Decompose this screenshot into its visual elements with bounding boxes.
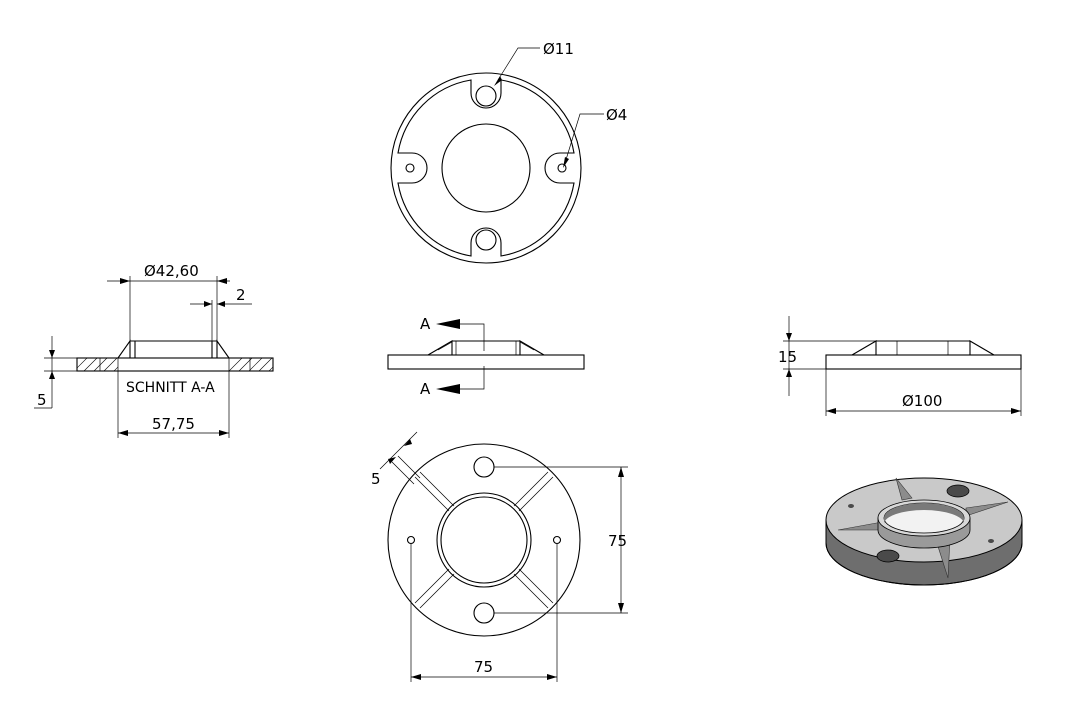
bottom-tube-inner xyxy=(440,496,528,584)
bottom-outer-circle xyxy=(387,443,581,637)
dim-hole-spacing-horizontal: 75 xyxy=(474,658,493,676)
dim-height: 15 xyxy=(778,348,797,366)
isometric-view xyxy=(825,477,1023,586)
dim-tube-diameter: Ø42,60 xyxy=(144,262,199,280)
section-marker-bottom: A xyxy=(420,380,431,398)
top-view: Ø11 Ø4 xyxy=(390,40,627,264)
section-view: Ø42,60 2 5 SCHNITT A-A 57,75 xyxy=(34,262,274,438)
bottom-hole-upper xyxy=(473,456,495,478)
top-pin-left xyxy=(405,163,415,173)
top-bore-circle xyxy=(441,123,531,213)
dim-wall: 2 xyxy=(236,286,246,304)
top-recess-outline xyxy=(397,79,575,257)
bottom-hole-lower xyxy=(473,602,495,624)
dim-hole-diameter: Ø11 xyxy=(543,40,574,58)
top-outer-circle xyxy=(390,72,582,264)
side-view: 15 Ø100 xyxy=(778,316,1022,416)
bottom-tube-outer xyxy=(436,492,532,588)
dim-rib-width: 5 xyxy=(371,470,381,488)
bottom-pin-left xyxy=(406,535,416,545)
section-title: SCHNITT A-A xyxy=(126,380,215,396)
top-hole-lower xyxy=(475,229,497,251)
bottom-pin-right xyxy=(552,535,562,545)
dim-outer-diameter: Ø100 xyxy=(902,392,942,410)
dim-hole-spacing-vertical: 75 xyxy=(608,532,627,550)
front-view: A A xyxy=(387,315,585,398)
dim-plate-thickness: 5 xyxy=(37,391,47,409)
top-hole-upper xyxy=(475,85,497,107)
top-pin-right xyxy=(557,163,567,173)
bottom-view: 5 75 75 xyxy=(371,431,628,682)
dim-pin-diameter: Ø4 xyxy=(606,106,627,124)
section-marker-top: A xyxy=(420,315,431,333)
dim-section-width: 57,75 xyxy=(152,415,195,433)
